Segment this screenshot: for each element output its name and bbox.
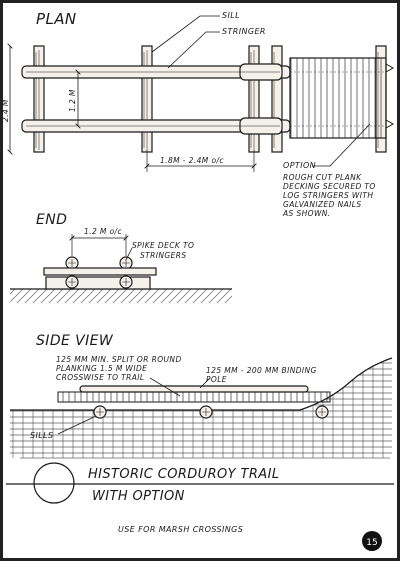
stringer-label: STRINGER [222, 27, 266, 36]
svg-text:DECKING SECURED TO: DECKING SECURED TO [283, 182, 376, 191]
plan-view: PLAN 2.4 M 1.2 M [1, 10, 395, 218]
end-logs [65, 256, 133, 289]
usage-note: USE FOR MARSH CROSSINGS [118, 525, 243, 534]
plan-sill-spacing-dimension: 1.8M - 2.4M o/c [147, 150, 254, 172]
svg-text:125 MM MIN. SPLIT OR ROUND: 125 MM MIN. SPLIT OR ROUND [56, 355, 182, 364]
end-view: END 1.2 M o/c SPIKE DECK TO STRINGERS [10, 212, 232, 303]
title-line-1: HISTORIC CORDUROY TRAIL [88, 467, 279, 482]
svg-text:LOG STRINGERS WITH: LOG STRINGERS WITH [283, 191, 373, 200]
side-sills [93, 405, 329, 419]
option-note: ROUGH CUT PLANK DECKING SECURED TO LOG S… [282, 173, 376, 218]
svg-text:CROSSWISE TO TRAIL: CROSSWISE TO TRAIL [56, 373, 145, 382]
plan-width-label: 2.4 M [1, 99, 10, 122]
page-number: 15 [366, 538, 377, 548]
svg-text:POLE: POLE [206, 375, 227, 384]
svg-text:STRINGERS: STRINGERS [140, 251, 187, 260]
svg-text:AS SHOWN.: AS SHOWN. [282, 209, 331, 218]
spike-note: SPIKE DECK TO STRINGERS [132, 241, 194, 260]
side-heading: SIDE VIEW [36, 333, 114, 349]
option-label: OPTION [283, 161, 316, 170]
end-ground [10, 289, 232, 303]
end-spacing-dimension: 1.2 M o/c [72, 227, 126, 256]
plank-decking [289, 57, 387, 139]
corduroy-planking [57, 391, 331, 403]
svg-text:PLANKING 1.5 M WIDE: PLANKING 1.5 M WIDE [56, 364, 147, 373]
pole-note: 125 MM - 200 MM BINDING POLE [206, 366, 317, 384]
svg-text:125 MM - 200 MM BINDING: 125 MM - 200 MM BINDING [206, 366, 317, 375]
title-block: HISTORIC CORDUROY TRAIL WITH OPTION USE … [6, 462, 394, 551]
plan-width-dimension: 2.4 M [1, 46, 10, 152]
svg-text:SPIKE DECK TO: SPIKE DECK TO [132, 241, 194, 250]
title-line-2: WITH OPTION [92, 489, 185, 504]
end-heading: END [36, 212, 67, 228]
side-view: SIDE VIEW 125 MM MIN. SPLIT OR ROUND PLA… [10, 333, 393, 459]
svg-text:ROUGH CUT PLANK: ROUGH CUT PLANK [283, 173, 362, 182]
planking-note: 125 MM MIN. SPLIT OR ROUND PLANKING 1.5 … [56, 355, 182, 382]
plan-spacing-label: 1.2 M [68, 89, 77, 112]
title-circle [33, 462, 75, 504]
sill-label: SILL [222, 11, 240, 20]
svg-text:GALVANIZED NAILS: GALVANIZED NAILS [283, 200, 361, 209]
side-ground [10, 358, 392, 458]
plan-sill-spacing-label: 1.8M - 2.4M o/c [160, 156, 224, 165]
plan-heading: PLAN [36, 10, 76, 28]
sills-label: SILLS [30, 431, 53, 440]
page-number-badge [362, 531, 382, 551]
plan-spacing-dimension: 1.2 M [68, 72, 78, 126]
end-spacing-label: 1.2 M o/c [84, 227, 122, 236]
